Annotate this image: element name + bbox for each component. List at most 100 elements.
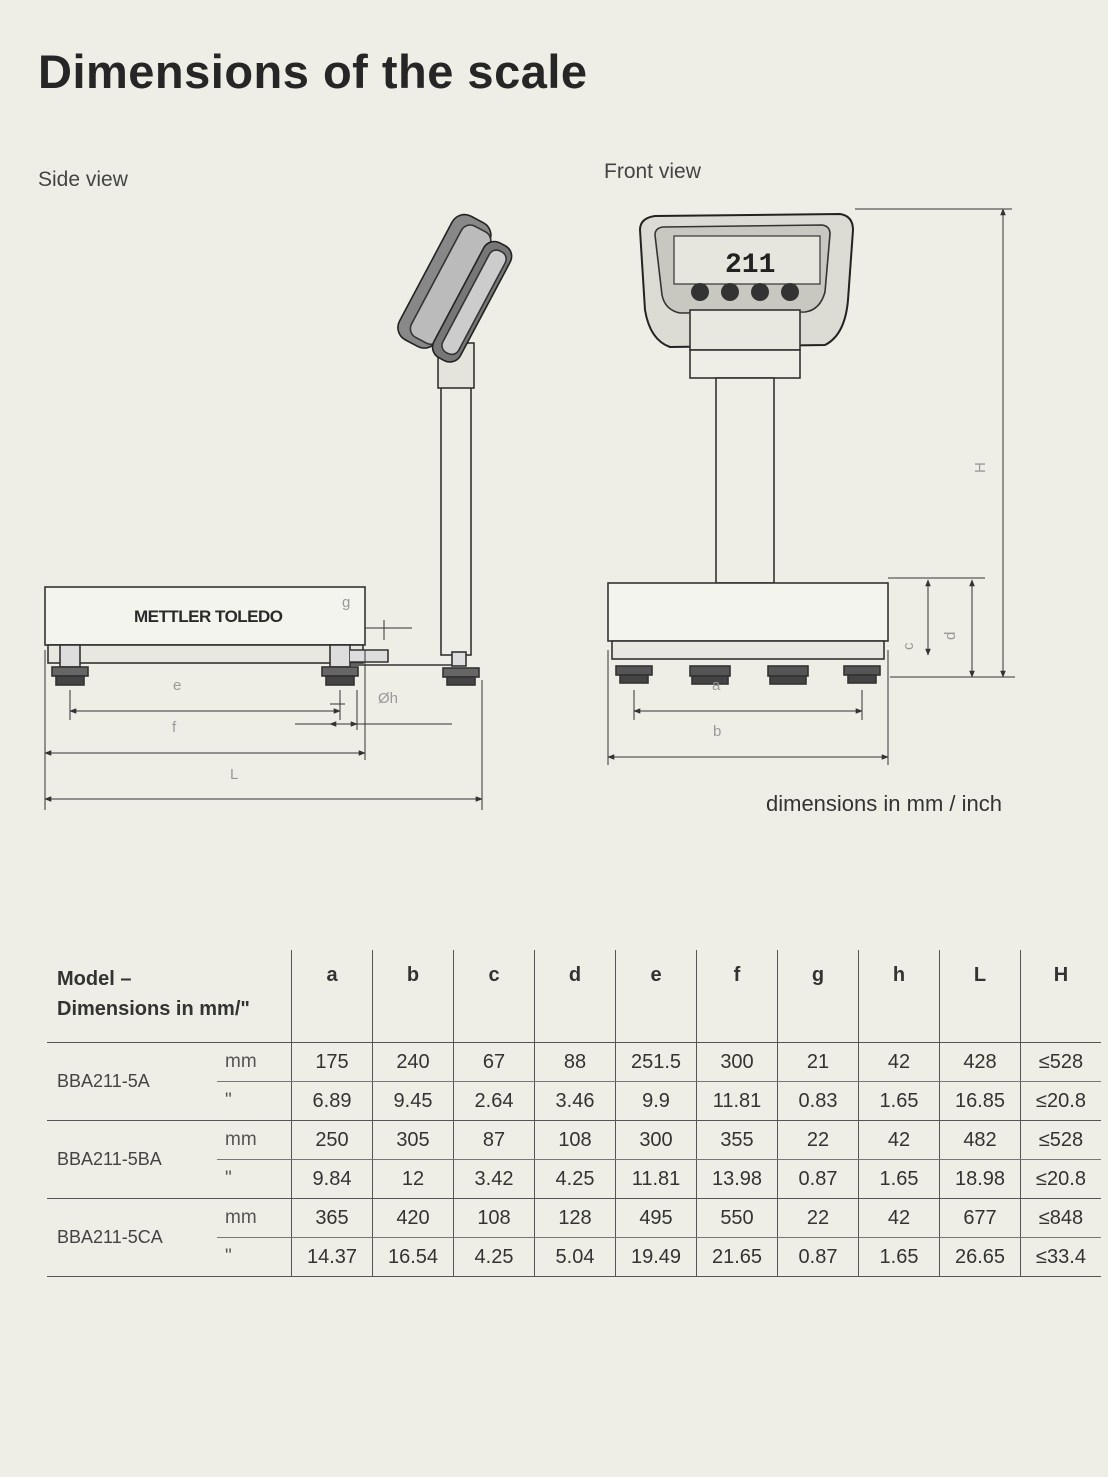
cell-value: ≤20.8 — [1020, 1159, 1101, 1199]
header-g: g — [777, 950, 859, 1043]
cell-value: 108 — [534, 1120, 616, 1160]
cell-value: 6.89 — [291, 1081, 373, 1121]
cell-value: 428 — [939, 1042, 1021, 1082]
cell-value: 11.81 — [696, 1081, 778, 1121]
dimensions-table: Model – Dimensions in mm/" a b c d e f g… — [47, 950, 1101, 1277]
side-platform — [44, 586, 366, 646]
side-foot-left — [51, 644, 89, 686]
unit-mm: mm — [217, 1042, 292, 1082]
cell-value: 26.65 — [939, 1237, 1021, 1277]
cell-value: 300 — [615, 1120, 697, 1160]
label-b: b — [713, 723, 721, 740]
front-platform — [607, 582, 889, 642]
cell-value: 482 — [939, 1120, 1021, 1160]
cell-value: 251.5 — [615, 1042, 697, 1082]
header-model: Model – Dimensions in mm/" — [47, 950, 292, 1043]
units-note: dimensions in mm / inch — [766, 791, 1002, 816]
cell-value: 677 — [939, 1198, 1021, 1238]
front-column — [715, 377, 775, 584]
header-e: e — [615, 950, 697, 1043]
label-c: c — [900, 642, 917, 650]
cell-value: 3.46 — [534, 1081, 616, 1121]
cell-value: 22 — [777, 1120, 859, 1160]
cell-value: 16.54 — [372, 1237, 454, 1277]
cell-value: 42 — [858, 1042, 940, 1082]
cell-value: 3.42 — [453, 1159, 535, 1199]
header-f: f — [696, 950, 778, 1043]
table-row: " 6.89 9.45 2.64 3.46 9.9 11.81 0.83 1.6… — [47, 1081, 1101, 1121]
display-reading: 211 — [725, 250, 775, 281]
cell-value: 0.83 — [777, 1081, 859, 1121]
cell-value: 5.04 — [534, 1237, 616, 1277]
cell-value: 1.65 — [858, 1159, 940, 1199]
side-view-drawing — [44, 213, 513, 810]
model-name: BBA211-5BA — [47, 1120, 217, 1199]
cell-value: 16.85 — [939, 1081, 1021, 1121]
header-H: H — [1020, 950, 1101, 1043]
terminal-key-4 — [781, 283, 799, 301]
cell-value: 18.98 — [939, 1159, 1021, 1199]
unit-mm: mm — [217, 1120, 292, 1160]
page-title: Dimensions of the scale — [38, 45, 588, 98]
side-column — [440, 384, 472, 656]
table-row: " 9.84 12 3.42 4.25 11.81 13.98 0.87 1.6… — [47, 1159, 1101, 1199]
cell-value: 365 — [291, 1198, 373, 1238]
cell-value: 19.49 — [615, 1237, 697, 1277]
front-view-drawing — [607, 208, 1015, 765]
cell-value: ≤848 — [1020, 1198, 1101, 1238]
terminal-key-1 — [691, 283, 709, 301]
label-h: Øh — [378, 690, 398, 707]
side-terminal — [397, 213, 513, 363]
terminal-key-3 — [751, 283, 769, 301]
cell-value: 21.65 — [696, 1237, 778, 1277]
table-row: BBA211-5A mm 175 240 67 88 251.5 300 21 … — [47, 1042, 1101, 1121]
label-H: H — [972, 462, 989, 473]
cell-value: 495 — [615, 1198, 697, 1238]
cell-value: ≤33.4 — [1020, 1237, 1101, 1277]
cell-value: 9.45 — [372, 1081, 454, 1121]
table-row: BBA211-5CA mm 365 420 108 128 495 550 22… — [47, 1198, 1101, 1277]
unit-inch: " — [217, 1159, 292, 1199]
label-L: L — [230, 766, 238, 783]
label-g: g — [342, 594, 350, 611]
cell-value: 0.87 — [777, 1159, 859, 1199]
cell-value: 0.87 — [777, 1237, 859, 1277]
scale-drawings: METTLER TOLEDO e f L g Øh — [44, 208, 1015, 810]
cell-value: 67 — [453, 1042, 535, 1082]
front-view-label: Front view — [604, 160, 701, 183]
brand-logo: METTLER TOLEDO — [134, 607, 283, 626]
cell-value: 240 — [372, 1042, 454, 1082]
cell-value: 300 — [696, 1042, 778, 1082]
cell-value: 4.25 — [534, 1159, 616, 1199]
cell-value: 13.98 — [696, 1159, 778, 1199]
cell-value: 9.9 — [615, 1081, 697, 1121]
unit-mm: mm — [217, 1198, 292, 1238]
header-d: d — [534, 950, 616, 1043]
cell-value: 9.84 — [291, 1159, 373, 1199]
cell-value: 11.81 — [615, 1159, 697, 1199]
model-name: BBA211-5CA — [47, 1198, 217, 1277]
cell-value: 108 — [453, 1198, 535, 1238]
cell-value: 88 — [534, 1042, 616, 1082]
header-L: L — [939, 950, 1021, 1043]
label-a: a — [712, 677, 721, 694]
header-h: h — [858, 950, 940, 1043]
header-b: b — [372, 950, 454, 1043]
cell-value: 355 — [696, 1120, 778, 1160]
cell-value: 420 — [372, 1198, 454, 1238]
label-f: f — [172, 719, 177, 736]
cell-value: 21 — [777, 1042, 859, 1082]
cell-value: 550 — [696, 1198, 778, 1238]
cell-value: 14.37 — [291, 1237, 373, 1277]
cell-value: 22 — [777, 1198, 859, 1238]
cell-value: 42 — [858, 1198, 940, 1238]
cell-value: 42 — [858, 1120, 940, 1160]
cell-value: 250 — [291, 1120, 373, 1160]
table-row: BBA211-5BA mm 250 305 87 108 300 355 22 … — [47, 1120, 1101, 1199]
cell-value: 4.25 — [453, 1237, 535, 1277]
cell-value: 87 — [453, 1120, 535, 1160]
header-a: a — [291, 950, 373, 1043]
table-row: " 14.37 16.54 4.25 5.04 19.49 21.65 0.87… — [47, 1237, 1101, 1277]
cell-value: 305 — [372, 1120, 454, 1160]
